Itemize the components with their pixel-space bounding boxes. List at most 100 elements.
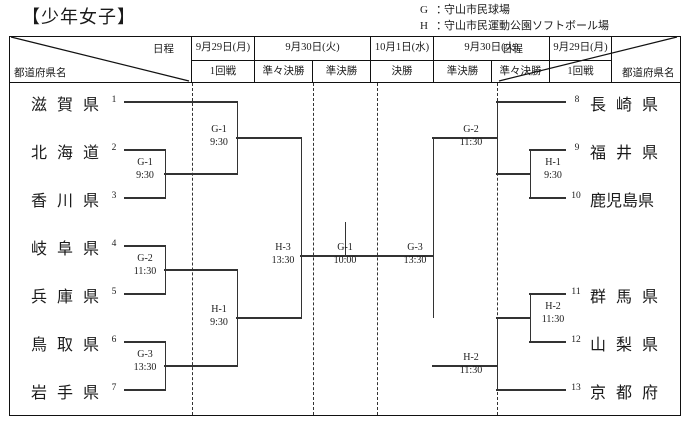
match-code: G-1 — [137, 157, 153, 168]
team-seed-left-2: 2 — [111, 143, 117, 153]
team-name-right-9: 福 井 県 — [590, 145, 662, 162]
round-cell-3: 準決勝 — [312, 59, 370, 83]
match-label-l-qf-mid: G-2 11:30 — [122, 253, 168, 278]
match-label-l-qf-bot: G-3 13:30 — [122, 349, 168, 374]
round-cell-7: 1回戦 — [549, 59, 612, 83]
bracket-line-left-seed4 — [124, 245, 166, 247]
date-cell-3: 10月1日(水) — [370, 36, 433, 60]
match-time: 9:30 — [210, 136, 228, 148]
bracket-line-right-seed9 — [529, 149, 566, 151]
venue-legend-row: H ：守山市民運動公園ソフトボール場 — [420, 18, 609, 34]
team-seed-right-12: 12 — [571, 335, 581, 345]
column-divider-3 — [377, 83, 378, 415]
match-code: H-1 — [211, 304, 227, 315]
bracket-line-right-seed13 — [496, 389, 566, 391]
match-code: G-2 — [137, 253, 153, 264]
bracket-line-left-qf-mid-out — [164, 269, 238, 271]
bracket-line-left-seed6 — [124, 341, 166, 343]
team-name-left-2: 北 海 道 — [30, 145, 102, 162]
bracket-line-left-qf-top-out — [236, 137, 302, 139]
team-seed-left-4: 4 — [111, 239, 117, 249]
match-time: 11:30 — [133, 265, 157, 277]
date-cell-4: 9月30日(火) — [433, 36, 549, 60]
bracket-line-left-qf-bot-out — [164, 365, 238, 367]
round-cell-4: 決勝 — [370, 59, 433, 83]
right-corner-date-label: 日程 — [502, 44, 523, 55]
round-cell-1: 1回戦 — [191, 59, 254, 83]
bracket-line-right-seed11 — [529, 293, 566, 295]
match-label-l-qf-top: G-1 9:30 — [194, 124, 244, 149]
bracket-line-right-seed8 — [496, 101, 566, 103]
venue-separator: ： — [436, 20, 447, 32]
match-label-r-qf-top: G-2 11:30 — [446, 124, 496, 149]
date-cell-2: 9月30日(火) — [254, 36, 370, 60]
team-name-right-8: 長 崎 県 — [590, 97, 662, 114]
venue-legend: G：守山市民球場 H：守山市民運動公園ソフトボール場 — [420, 2, 609, 34]
match-code: H-2 — [545, 301, 561, 312]
match-code: H-3 — [275, 242, 291, 253]
match-time: 11:30 — [459, 136, 483, 148]
match-time: 13:30 — [403, 254, 427, 266]
venue-name: 守山市民運動公園ソフトボール場 — [444, 20, 609, 32]
match-label-l-r1-a: G-1 9:30 — [122, 157, 168, 182]
team-name-left-6: 鳥 取 県 — [30, 337, 102, 354]
bracket-line-right-qf-top-in — [432, 137, 498, 139]
team-seed-right-8: 8 — [574, 95, 580, 105]
match-code: G-3 — [407, 242, 423, 253]
bracket-join-right-qf-bot2 — [496, 365, 498, 390]
bracket-line-right-seed10 — [529, 197, 566, 199]
match-label-r-qf-bot: H-2 11:30 — [446, 352, 496, 377]
round-cell-2: 準々決勝 — [254, 59, 312, 83]
column-divider-4 — [497, 83, 498, 415]
team-seed-left-3: 3 — [111, 191, 117, 201]
bracket-join-right-r1-top — [529, 149, 531, 199]
header-mid-rule — [191, 59, 612, 61]
team-seed-right-11: 11 — [571, 287, 581, 297]
bracket-final-stem — [344, 222, 346, 256]
match-code: G-1 — [337, 242, 353, 253]
match-time: 9:30 — [544, 169, 562, 181]
bracket-join-right-qf-top — [496, 101, 498, 174]
venue-name: 守山市民球場 — [444, 4, 510, 16]
bracket-line-right-qf-bot-up — [496, 317, 530, 319]
match-time: 13:30 — [271, 254, 295, 266]
match-label-r-r1-top: H-1 9:30 — [530, 157, 576, 182]
match-time: 13:30 — [133, 361, 157, 373]
team-name-left-5: 兵 庫 県 — [30, 289, 102, 306]
team-name-left-4: 岐 阜 県 — [30, 241, 102, 258]
left-corner-diagonal — [9, 36, 191, 82]
team-name-left-1: 滋 賀 県 — [30, 97, 102, 114]
match-code: H-1 — [545, 157, 561, 168]
venue-key: H — [420, 20, 428, 32]
match-label-l-sf-low: H-1 9:30 — [194, 304, 244, 329]
bracket-line-right-sf-in — [388, 255, 434, 257]
bracket-line-left-seed3 — [124, 197, 166, 199]
round-cell-6: 準々決勝 — [491, 59, 549, 83]
team-name-right-10: 鹿児島県 — [590, 193, 655, 210]
match-code: G-3 — [137, 349, 153, 360]
column-divider-2 — [313, 83, 314, 415]
team-seed-right-13: 13 — [571, 383, 581, 393]
team-seed-right-9: 9 — [574, 143, 580, 153]
team-seed-left-6: 6 — [111, 335, 117, 345]
page-title: 【少年女子】 — [22, 7, 136, 27]
column-divider-1 — [192, 83, 193, 415]
team-name-left-7: 岩 手 県 — [30, 385, 102, 402]
venue-separator: ： — [436, 4, 447, 16]
team-seed-left-1: 1 — [111, 95, 117, 105]
date-cell-5: 9月29日(月) — [549, 36, 612, 60]
team-seed-left-7: 7 — [111, 383, 117, 393]
bracket-frame — [9, 36, 681, 416]
match-label-r-r1-bot: H-2 11:30 — [530, 301, 576, 326]
bracket-line-left-seed7 — [124, 389, 166, 391]
venue-key: G — [420, 4, 428, 16]
left-corner-pref-label: 都道府県名 — [14, 68, 67, 79]
match-time: 9:30 — [136, 169, 154, 181]
match-time: 11:30 — [541, 313, 565, 325]
team-name-right-13: 京 都 府 — [590, 385, 662, 402]
match-time: 11:30 — [459, 364, 483, 376]
right-corner-pref-label: 都道府県名 — [622, 68, 675, 79]
match-label-final: G-1 10:00 — [320, 242, 370, 267]
bracket-line-left-seed5 — [124, 293, 166, 295]
